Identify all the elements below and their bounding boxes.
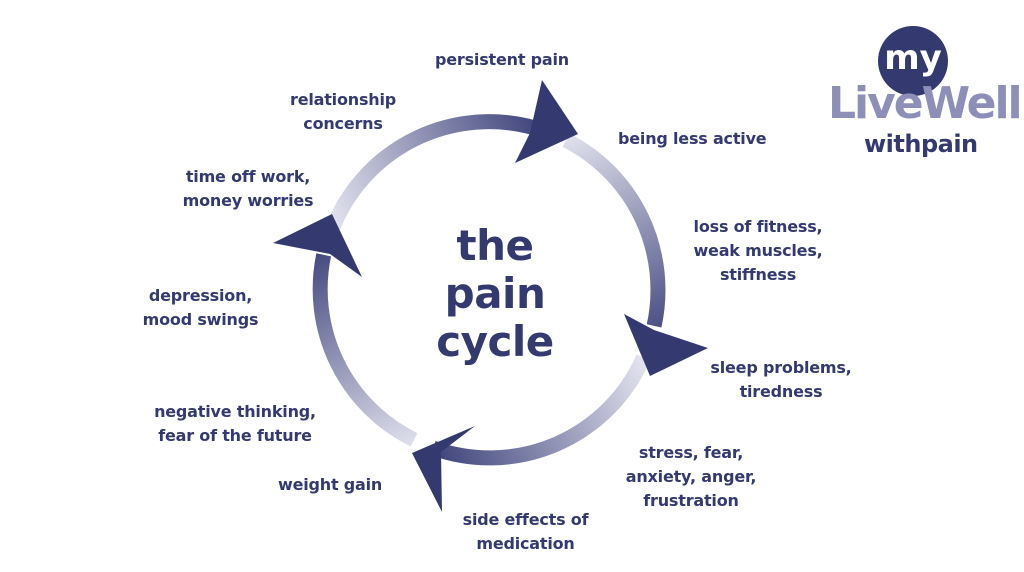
stage-weight-gain: weight gain	[278, 475, 383, 494]
arrowhead-top	[515, 80, 578, 163]
my-live-well-with-pain-logo: my LiveWell withpain	[820, 20, 1023, 170]
logo-with-pain-text: withpain	[864, 130, 978, 158]
stage-negative-thinking: negative thinking, fear of the future	[154, 402, 316, 445]
stage-being-less-active: being less active	[618, 129, 767, 148]
stage-stress-fear: stress, fear, anxiety, anger, frustratio…	[625, 443, 757, 510]
ring-arc-bottom-left	[312, 253, 418, 447]
ring-arc-bottom-right	[430, 354, 651, 466]
stage-persistent-pain: persistent pain	[435, 50, 569, 69]
logo-my-badge: my	[878, 26, 948, 96]
ring-arc-top-left	[326, 114, 548, 230]
ring-arc-top-right	[562, 133, 666, 328]
stage-side-effects: side effects of medication	[462, 510, 589, 553]
arrowhead-right	[624, 314, 708, 376]
stage-time-off-work: time off work, money worries	[182, 167, 314, 210]
arrowhead-bottom	[412, 426, 475, 512]
center-title: the pain cycle	[436, 221, 554, 366]
logo-live-well-text: LiveWell	[828, 78, 1023, 129]
arrowhead-left	[273, 214, 362, 277]
stage-relationship-concerns: relationship concerns	[290, 90, 396, 133]
stage-sleep-problems: sleep problems, tiredness	[710, 358, 852, 401]
stage-loss-of-fitness: loss of fitness, weak muscles, stiffness	[693, 217, 823, 284]
stage-depression: depression, mood swings	[142, 286, 259, 329]
